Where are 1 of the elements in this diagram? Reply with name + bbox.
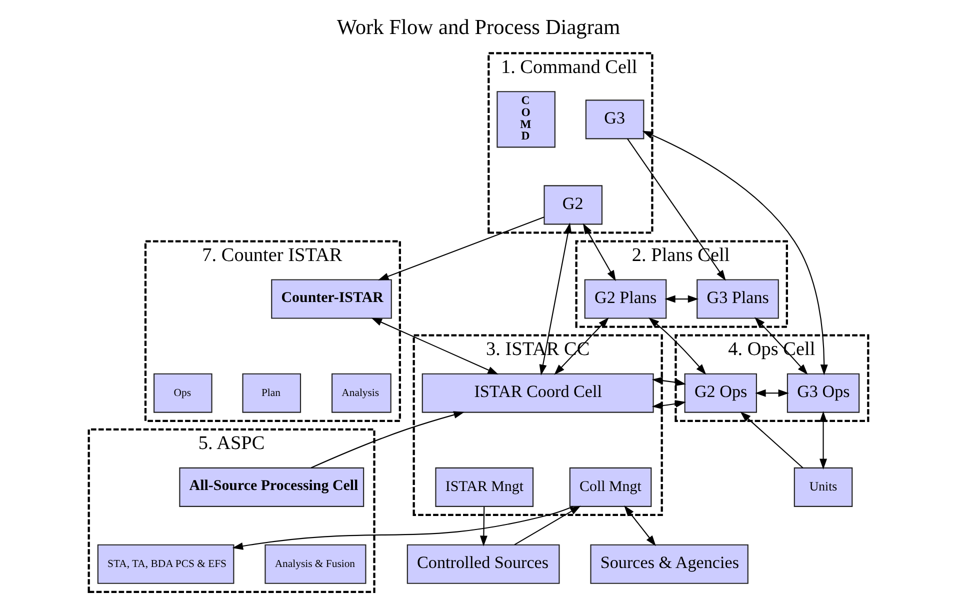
- diagram-title: Work Flow and Process Diagram: [336, 14, 620, 39]
